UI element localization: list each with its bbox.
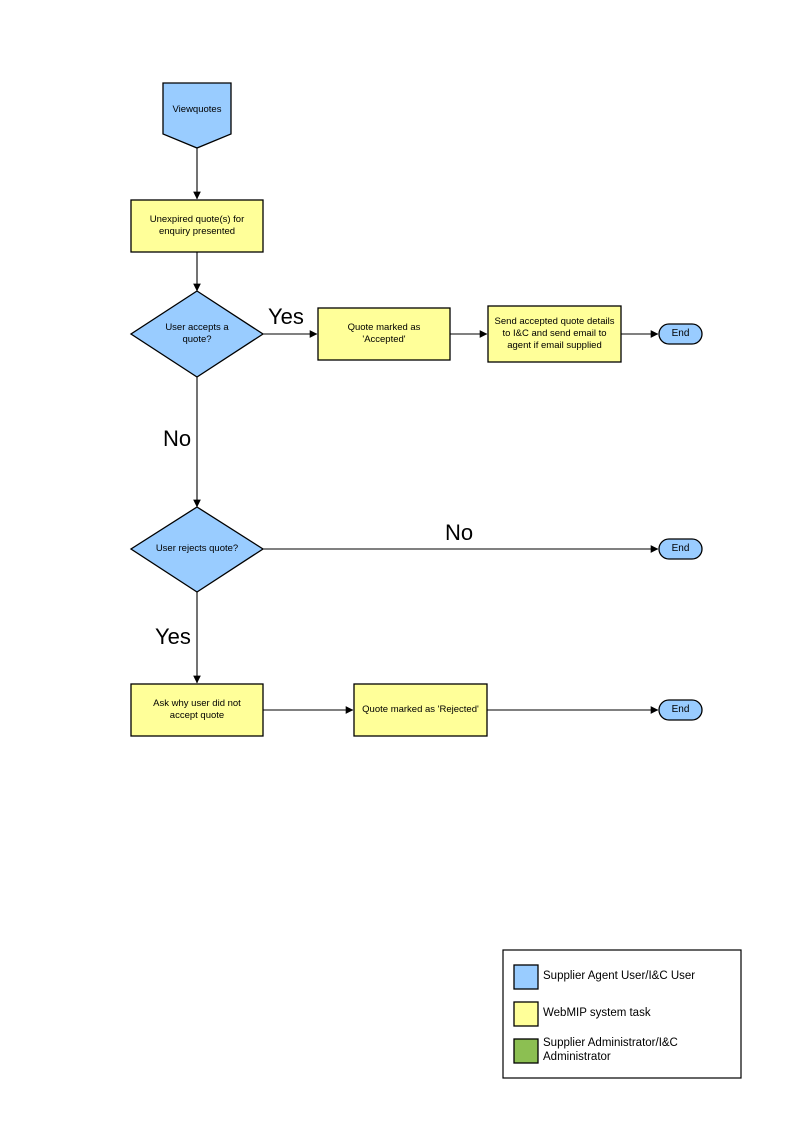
legend-label-actor: Supplier Agent User/I&C User <box>543 970 696 982</box>
node-decision-user-accepts[interactable] <box>129 290 265 378</box>
node-quote-marked-accepted[interactable] <box>317 307 451 361</box>
node-end-bottom[interactable] <box>658 699 703 721</box>
legend-swatch-admin <box>513 1038 539 1064</box>
node-unexpired-quotes[interactable] <box>130 199 264 253</box>
legend-label-admin: Supplier Administrator/I&C Administrator <box>543 1037 678 1063</box>
legend-frame <box>502 949 742 1079</box>
legend-label-system: WebMIP system task <box>543 1007 651 1019</box>
node-end-middle[interactable] <box>658 538 703 560</box>
node-send-accepted-details[interactable] <box>487 305 622 363</box>
node-end-top[interactable] <box>658 323 703 345</box>
node-decision-user-rejects[interactable] <box>129 506 265 593</box>
node-quote-marked-rejected[interactable] <box>353 683 488 737</box>
legend-swatch-actor <box>513 964 539 990</box>
legend-swatch-system <box>513 1001 539 1027</box>
edge-label-accept-no: No <box>163 426 192 451</box>
edge-label-reject-yes: Yes <box>155 624 191 649</box>
edge-label-accept-yes: Yes <box>268 304 304 329</box>
node-ask-why-not-accept[interactable] <box>130 683 264 737</box>
edge-label-reject-no: No <box>445 520 474 545</box>
node-start-viewquotes[interactable] <box>162 82 232 149</box>
